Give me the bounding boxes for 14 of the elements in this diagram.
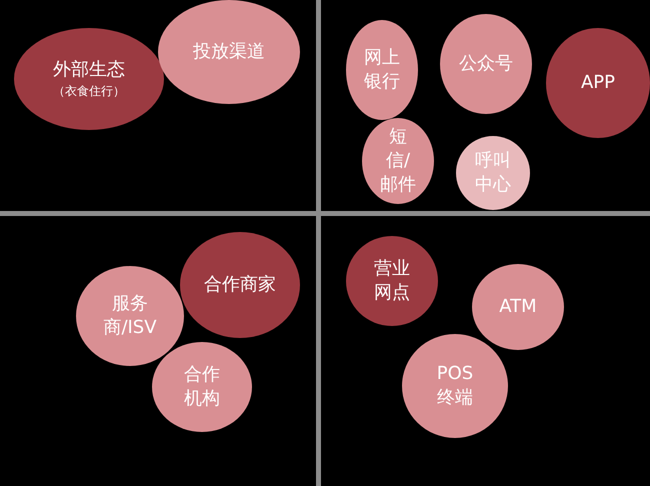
- bubble-label: 外部生态: [53, 58, 125, 82]
- bubble-label: 公众号: [459, 52, 513, 76]
- bubble-label: 投放渠道: [193, 40, 265, 64]
- bubble-sublabel: （衣食住行）: [53, 83, 125, 100]
- bubble-label: 短信/邮件: [379, 125, 417, 197]
- bubble-label: 合作商家: [204, 273, 276, 297]
- bubble-label: APP: [580, 71, 616, 95]
- bubble-label: 网上银行: [363, 46, 401, 94]
- bubble-label: 呼叫中心: [474, 149, 512, 197]
- bubble-label: ATM: [499, 295, 537, 319]
- bubble-label: POS终端: [436, 362, 474, 410]
- bubble-label: 营业网点: [373, 257, 411, 305]
- bubble-label: 服务商/ISV: [102, 292, 158, 340]
- bubble-label: 合作机构: [183, 363, 221, 411]
